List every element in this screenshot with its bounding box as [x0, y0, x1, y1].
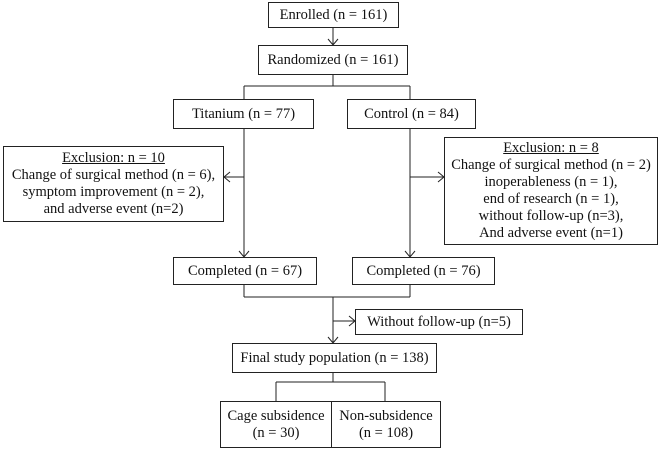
exclusion-left-line: Change of surgical method (n = 6),: [11, 167, 216, 183]
enrolled-box: Enrolled (n = 161): [268, 2, 399, 28]
randomized-label: Randomized (n = 161): [267, 51, 399, 68]
completed-left-box: Completed (n = 67): [173, 257, 317, 285]
titanium-label: Titanium (n = 77): [191, 105, 296, 122]
exclusion-left-line: symptom improvement (n = 2),: [22, 184, 205, 200]
completed-right-label: Completed (n = 76): [366, 262, 481, 279]
exclusion-right-line: Change of surgical method (n = 2): [451, 157, 651, 173]
titanium-box: Titanium (n = 77): [173, 99, 314, 129]
without-followup-label: Without follow-up (n=5): [367, 313, 511, 330]
exclusion-left-title: Exclusion: n = 10: [62, 150, 165, 166]
exclusion-left-line: and adverse event (n=2): [43, 201, 184, 217]
control-label: Control (n = 84): [364, 105, 459, 122]
cage-subsidence-label: Cage subsidence: [227, 407, 325, 424]
control-box: Control (n = 84): [347, 99, 476, 129]
non-subsidence-label: Non-subsidence: [339, 407, 433, 424]
enrolled-label: Enrolled (n = 161): [279, 6, 388, 23]
final-population-box: Final study population (n = 138): [232, 343, 437, 373]
cage-subsidence-count: (n = 30): [252, 424, 300, 441]
completed-left-label: Completed (n = 67): [187, 262, 303, 279]
non-subsidence-count: (n = 108): [358, 424, 414, 441]
final-population-label: Final study population (n = 138): [240, 349, 429, 366]
exclusion-left-box: Exclusion: n = 10 Change of surgical met…: [3, 146, 224, 222]
exclusion-right-box: Exclusion: n = 8 Change of surgical meth…: [444, 137, 658, 245]
exclusion-right-title: Exclusion: n = 8: [503, 140, 599, 156]
exclusion-right-line: And adverse event (n=1): [479, 225, 623, 241]
exclusion-right-line: inoperableness (n = 1),: [484, 174, 618, 190]
without-followup-box: Without follow-up (n=5): [355, 309, 523, 335]
cage-subsidence-box: Cage subsidence (n = 30): [220, 401, 332, 448]
non-subsidence-box: Non-subsidence (n = 108): [331, 401, 441, 448]
randomized-box: Randomized (n = 161): [258, 45, 408, 75]
exclusion-right-line: end of research (n = 1),: [483, 191, 619, 207]
completed-right-box: Completed (n = 76): [352, 257, 495, 285]
exclusion-right-line: without follow-up (n=3),: [478, 208, 624, 224]
